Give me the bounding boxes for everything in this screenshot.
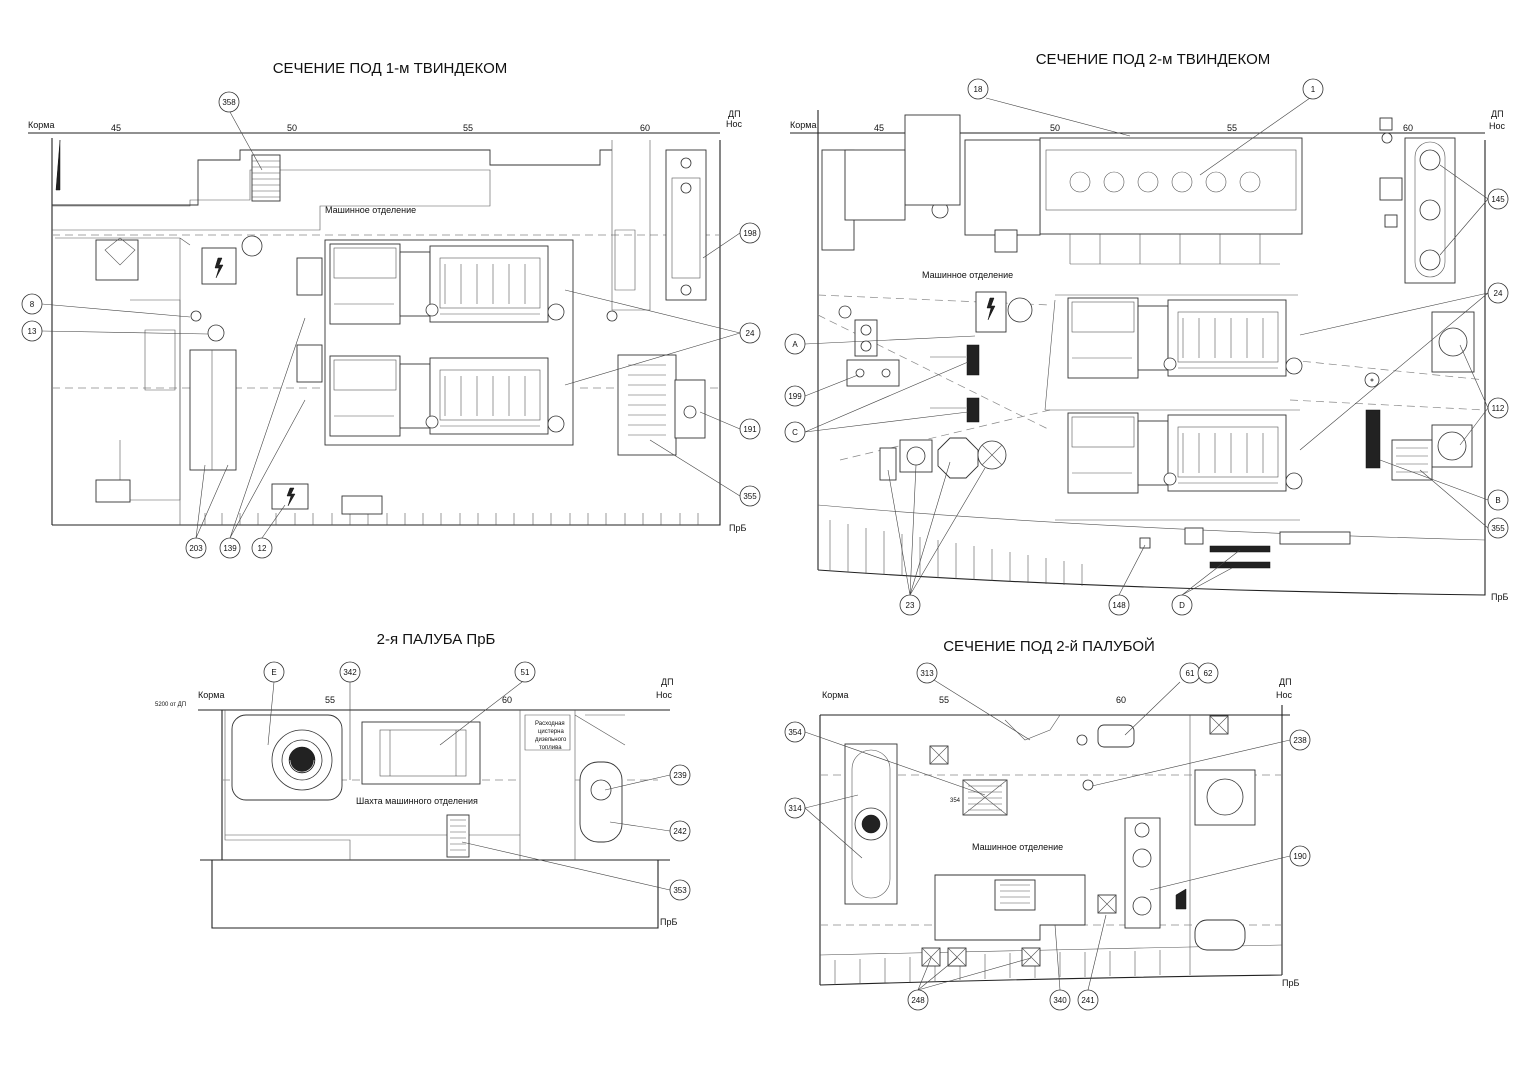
section-4-title: СЕЧЕНИЕ ПОД 2-й ПАЛУБОЙ — [943, 637, 1155, 655]
callout-1: 1 — [1311, 85, 1316, 94]
section-1-title: СЕЧЕНИЕ ПОД 1-м ТВИНДЕКОМ — [273, 60, 508, 77]
section-4-stern-label: Корма — [822, 690, 848, 700]
callout-C: C — [792, 428, 798, 437]
section-2-bow-label: Нос — [1489, 121, 1506, 131]
section-1-frame-55: 55 — [463, 123, 473, 133]
section-3-frame-60: 60 — [502, 695, 512, 705]
section-1-sb-label: ПрБ — [729, 523, 746, 533]
section-3-callouts: E 342 51 239 242 353 — [263, 661, 691, 901]
callout-342: 342 — [343, 668, 357, 677]
section-3-title: 2-я ПАЛУБА ПрБ — [377, 631, 496, 648]
callout-24: 24 — [1494, 289, 1503, 298]
callout-238: 238 — [1293, 736, 1307, 745]
callout-190: 190 — [1293, 852, 1307, 861]
callout-355: 355 — [1491, 524, 1505, 533]
callout-A: A — [792, 340, 798, 349]
callout-23: 23 — [906, 601, 915, 610]
callout-340: 340 — [1053, 996, 1067, 1005]
tank-label-line-3: дизельного — [535, 737, 567, 743]
section-1-frame-45: 45 — [111, 123, 121, 133]
callout-242: 242 — [673, 827, 687, 836]
section-3-frame-55: 55 — [325, 695, 335, 705]
callout-314: 314 — [788, 804, 802, 813]
section-1-room-label: Машинное отделение — [325, 205, 416, 215]
callout-51: 51 — [521, 668, 530, 677]
callout-E: E — [271, 668, 276, 677]
section-3-second-deck-plan: 2-я ПАЛУБА ПрБ 5200 от ДП Корма ДП Нос П… — [155, 631, 677, 929]
section-4-frame-60: 60 — [1116, 695, 1126, 705]
section-1-cl-label: ДП — [728, 109, 741, 119]
section-4-callouts: 313 61 62 354 238 314 190 248 340 241 — [784, 662, 1311, 1011]
callout-139: 139 — [223, 544, 237, 553]
tank-label-line-4: топлива — [539, 745, 562, 751]
callout-13: 13 — [28, 327, 37, 336]
section-2-sb-label: ПрБ — [1491, 592, 1508, 602]
section-2-title: СЕЧЕНИЕ ПОД 2-м ТВИНДЕКОМ — [1036, 51, 1271, 68]
section-2-callouts: 18 1 145 24 A 199 C 112 B 355 23 148 D — [784, 78, 1509, 616]
section-1-callouts: 358 8 13 198 24 191 355 203 139 12 — [21, 91, 761, 559]
callout-148: 148 — [1112, 601, 1126, 610]
section-1-stern-label: Корма — [28, 120, 54, 130]
section-4-room-label: Машинное отделение — [972, 842, 1063, 852]
section-4-bow-label: Нос — [1276, 690, 1293, 700]
section-3-cl-label: ДП — [661, 677, 674, 687]
section-2-frame-45: 45 — [874, 123, 884, 133]
callout-12: 12 — [258, 544, 267, 553]
tank-label-line-2: цистерна — [538, 729, 564, 735]
section-4-cl-label: ДП — [1279, 677, 1292, 687]
section-4-under-second-deck-plan: СЕЧЕНИЕ ПОД 2-й ПАЛУБОЙ Корма ДП Нос ПрБ… — [819, 637, 1299, 988]
section-4-frame-55: 55 — [939, 695, 949, 705]
callout-24: 24 — [746, 329, 755, 338]
callout-354: 354 — [788, 728, 802, 737]
callout-18: 18 — [974, 85, 983, 94]
section-4-inner-tag: 354 — [950, 798, 961, 804]
section-3-sb-label: ПрБ — [660, 917, 677, 927]
section-3-stern-label: Корма — [198, 690, 224, 700]
callout-145: 145 — [1491, 195, 1505, 204]
tank-label-line-1: Расходная — [535, 721, 565, 727]
callout-199: 199 — [788, 392, 802, 401]
callout-203: 203 — [189, 544, 203, 553]
callout-B: B — [1495, 496, 1500, 505]
callout-112: 112 — [1492, 404, 1505, 413]
callout-353: 353 — [673, 886, 687, 895]
section-1-twin-deck-plan: СЕЧЕНИЕ ПОД 1-м ТВИНДЕКОМ Корма ДП Нос П… — [28, 60, 746, 533]
section-1-frame-50: 50 — [287, 123, 297, 133]
section-3-room-label: Шахта машинного отделения — [356, 796, 478, 806]
section-2-cl-label: ДП — [1491, 109, 1504, 119]
section-2-stern-label: Корма — [790, 120, 816, 130]
callout-358: 358 — [222, 98, 236, 107]
section-2-frame-60: 60 — [1403, 123, 1413, 133]
callout-198: 198 — [743, 229, 757, 238]
section-2-room-label: Машинное отделение — [922, 270, 1013, 280]
section-2-frame-50: 50 — [1050, 123, 1060, 133]
callout-D: D — [1179, 601, 1185, 610]
callout-61: 61 — [1186, 669, 1195, 678]
callout-355: 355 — [743, 492, 757, 501]
section-1-bow-label: Нос — [726, 119, 743, 129]
callout-313: 313 — [920, 669, 934, 678]
callout-241: 241 — [1081, 996, 1095, 1005]
callout-191: 191 — [743, 425, 757, 434]
section-4-sb-label: ПрБ — [1282, 978, 1299, 988]
callout-239: 239 — [673, 771, 687, 780]
section-2-frame-55: 55 — [1227, 123, 1237, 133]
section-3-offset-label: 5200 от ДП — [155, 702, 186, 708]
section-2-twin-deck-plan: СЕЧЕНИЕ ПОД 2-м ТВИНДЕКОМ Корма ДП Нос П… — [790, 51, 1508, 602]
section-3-bow-label: Нос — [656, 690, 673, 700]
callout-62: 62 — [1204, 669, 1213, 678]
callout-8: 8 — [30, 300, 35, 309]
section-1-frame-60: 60 — [640, 123, 650, 133]
callout-248: 248 — [911, 996, 925, 1005]
